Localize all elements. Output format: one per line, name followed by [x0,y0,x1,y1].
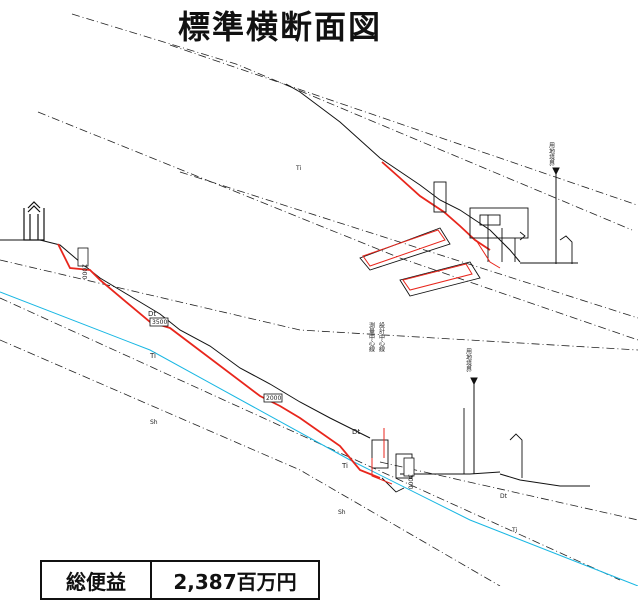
geology-label-ti-lower-left: Ti [341,462,348,470]
right-terrain [499,473,590,487]
upper-structure-red [362,229,501,291]
design-line-upper [381,161,491,251]
geology-label-ti-upper: Ti [295,165,301,172]
property-line-label-upper: 用地境界 [548,142,555,167]
boundary-line-5 [0,259,638,351]
ground-line-upper [285,83,521,263]
center-line-label-right: 設計中心線 [378,321,385,352]
boundary-line-4 [179,171,638,319]
boundary-line-8 [379,461,638,521]
benefit-label: 総便益 [42,562,152,598]
house-icon [23,201,45,241]
geology-label-dt-mid: Dt [148,310,156,318]
existing-ground [0,83,590,487]
geological-boundaries [0,13,638,586]
design-line [57,161,491,479]
upper-structure [359,181,573,297]
cross-section-drawing: Ti Dt Ti Sh Dt Ti Sh Dt Ti 測量中心線 設計中心線 用… [0,13,638,586]
boundary-line-3 [37,111,638,341]
boundary-line-7 [0,339,501,586]
property-marker-upper [552,167,560,264]
property-line-label-lower: 用地境界 [465,348,472,373]
geology-label-ti-mid: Ti [149,352,156,360]
dimension-lower-bench: 2000 [266,395,281,402]
boundary-line-2 [169,44,638,206]
dimension-boxes [77,247,415,477]
geology-label-dt-lower: Dt [352,428,360,436]
property-marker-lower [470,377,478,474]
dimension-upper-bench: 3500 [152,319,167,326]
geology-label-sh-bottom: Sh [338,509,346,516]
boundary-line-6 [0,297,621,581]
lower-structure-red [371,428,393,485]
boundary-line-1 [71,13,633,231]
geology-label-sh-left: Sh [150,419,158,426]
dimension-upper-slope: 2000 [81,264,88,279]
ground-line-lower [0,239,371,439]
water-table-line [0,291,638,586]
design-line-lower [57,243,381,479]
center-line-label-left: 測量中心線 [368,321,375,352]
benefit-value: 2,387百万円 [173,570,297,594]
geology-label-dt-right: Dt [500,493,508,500]
dimension-lower-slope: 3000 [407,474,414,489]
road-lower [400,471,501,475]
benefit-summary-box: 総便益 2,387百万円 [40,560,320,600]
page-title: 標準横断面図 [177,8,382,46]
geology-label-ti-right: Ti [511,527,517,534]
lower-structure [371,408,523,493]
